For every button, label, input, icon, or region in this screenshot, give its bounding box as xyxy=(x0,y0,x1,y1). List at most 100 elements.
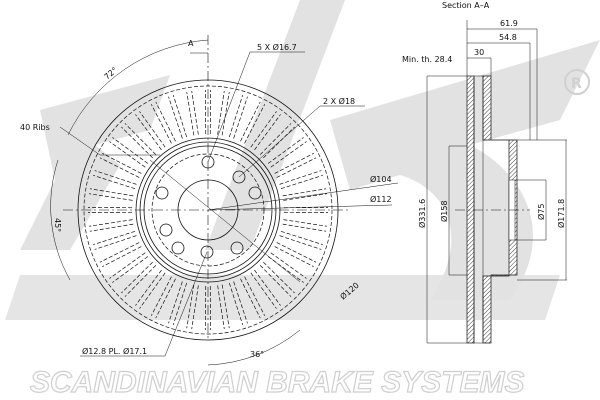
rib xyxy=(274,246,314,268)
rib xyxy=(276,242,317,263)
rib xyxy=(124,123,157,155)
rib xyxy=(283,193,327,201)
rib xyxy=(279,170,322,185)
bolt-hole xyxy=(230,241,244,255)
rib xyxy=(89,219,133,227)
sbs-logo-watermark xyxy=(5,0,600,320)
rib xyxy=(139,111,166,148)
disc-section-view: Section A–A 61.9 54.8 30 Min. th. 28.4 Ø… xyxy=(402,1,567,344)
rib xyxy=(240,101,261,142)
rib xyxy=(112,256,149,283)
bolt-hole xyxy=(248,186,262,200)
rib xyxy=(150,276,172,316)
rib xyxy=(155,278,176,319)
section-mark: A xyxy=(188,39,194,48)
angle-72-label: 72° xyxy=(103,66,120,82)
rib xyxy=(263,261,295,294)
ribs xyxy=(88,90,328,330)
rib xyxy=(221,91,230,136)
rib xyxy=(228,95,244,138)
rib xyxy=(172,282,188,325)
rib xyxy=(244,276,266,316)
rib xyxy=(254,269,281,306)
bolt-hole xyxy=(232,170,246,184)
rib xyxy=(191,91,199,135)
rib xyxy=(109,252,146,279)
registered-mark: R xyxy=(564,69,590,95)
d104-label: Ø104 xyxy=(370,174,392,184)
rib xyxy=(254,114,281,151)
rib xyxy=(221,284,230,329)
rib xyxy=(283,219,327,227)
rib xyxy=(280,230,323,246)
rib xyxy=(250,272,277,309)
bolt-hole xyxy=(159,223,173,237)
rib xyxy=(124,265,157,297)
rib xyxy=(172,95,188,138)
rib xyxy=(282,223,327,232)
rib xyxy=(99,157,140,178)
rib xyxy=(259,265,292,297)
rib xyxy=(89,188,134,197)
rib xyxy=(102,246,142,268)
min-thickness: Min. th. 28.4 xyxy=(402,55,452,64)
rib xyxy=(102,152,142,174)
thickness-30: 30 xyxy=(474,48,484,57)
rib xyxy=(233,281,248,324)
extra-holes-label: 2 X Ø18 xyxy=(323,96,355,106)
rib xyxy=(259,123,292,155)
rib xyxy=(217,91,225,135)
dimension-lines xyxy=(426,20,567,344)
svg-text:R: R xyxy=(571,76,582,92)
rib xyxy=(217,285,225,329)
rib xyxy=(121,261,153,294)
rib xyxy=(168,281,183,324)
rib xyxy=(89,223,134,232)
bolt-hole xyxy=(200,245,214,259)
rib xyxy=(280,174,323,190)
rib xyxy=(155,101,176,142)
angle-36-label: 36° xyxy=(250,350,264,359)
pitch-label: Ø12.8 PL. Ø17.1 xyxy=(82,346,147,356)
rib xyxy=(282,188,327,197)
rib xyxy=(274,152,314,174)
width-54-8: 54.8 xyxy=(499,33,517,42)
section-title: Section A–A xyxy=(442,1,490,10)
rib xyxy=(93,230,136,246)
ribs-label: 40 Ribs xyxy=(20,123,50,132)
rib xyxy=(99,242,140,263)
rib xyxy=(279,235,322,250)
rib xyxy=(112,137,149,164)
bolt-holes-label: 5 X Ø16.7 xyxy=(257,42,297,52)
rib xyxy=(270,141,307,168)
rib xyxy=(135,114,162,151)
width-61-9: 61.9 xyxy=(500,19,518,28)
outer-diameter: Ø331.6 xyxy=(417,199,427,228)
hat-diameter: Ø171.8 xyxy=(556,199,566,228)
rib xyxy=(228,282,244,325)
inner-diameter: Ø158 xyxy=(439,200,449,222)
center-bore: Ø75 xyxy=(536,204,546,220)
rib xyxy=(139,272,166,309)
rib xyxy=(94,235,137,250)
rib xyxy=(276,157,317,178)
angle-45-label: 45° xyxy=(53,218,62,232)
rib xyxy=(109,141,146,168)
rib xyxy=(233,96,248,139)
rib xyxy=(191,285,199,329)
d112-label: Ø112 xyxy=(370,194,392,204)
rib xyxy=(267,137,304,164)
rib xyxy=(186,91,195,136)
rib xyxy=(250,111,277,148)
bolt-hole xyxy=(155,186,169,200)
rib xyxy=(168,96,183,139)
rib xyxy=(270,252,307,279)
rib xyxy=(121,126,153,159)
rib xyxy=(89,193,133,201)
brand-tagline: SCANDINAVIAN BRAKE SYSTEMS xyxy=(30,366,525,399)
rib xyxy=(93,174,136,190)
rib xyxy=(186,284,195,329)
rib xyxy=(263,126,295,159)
